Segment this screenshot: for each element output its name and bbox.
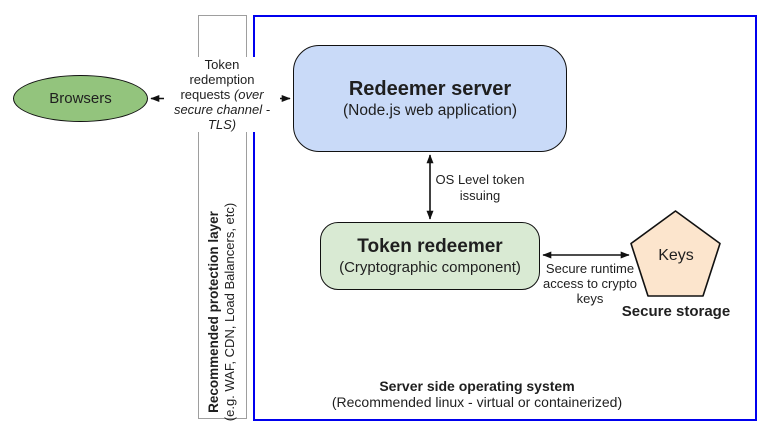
token-redeemer-box: Token redeemer (Cryptographic component) xyxy=(320,222,540,290)
redeemer-server-title: Redeemer server xyxy=(348,77,512,100)
protection-layer-subtitle: (e.g. WAF, CDN, Load Balancers, etc) xyxy=(222,202,237,422)
os-token-issuing-label: OS Level token issuing xyxy=(435,172,525,203)
protection-layer-label: Recommended protection layer (e.g. WAF, … xyxy=(206,192,238,432)
secure-runtime-label: Secure runtime access to crypto keys xyxy=(543,261,637,306)
keys-label: Keys xyxy=(658,247,694,264)
token-redeemer-subtitle: (Cryptographic component) xyxy=(339,259,521,276)
redeemer-server-box: Redeemer server (Node.js web application… xyxy=(293,45,567,152)
secure-storage-caption: Secure storage xyxy=(621,303,731,320)
browsers-label: Browsers xyxy=(49,90,112,107)
token-redemption-line1: Token xyxy=(204,57,240,72)
redeemer-server-subtitle: (Node.js web application) xyxy=(342,101,518,119)
token-redeemer-title: Token redeemer xyxy=(357,236,503,257)
server-os-caption: Server side operating system (Recommende… xyxy=(277,378,677,410)
token-redemption-line5: TLS) xyxy=(207,117,237,132)
token-redemption-label: Token redemption requests (over secure c… xyxy=(164,57,280,132)
browsers-ellipse: Browsers xyxy=(13,75,148,122)
token-redemption-line3: requests (over xyxy=(180,87,264,102)
server-os-boundary-box xyxy=(253,15,757,421)
token-redemption-line4: secure channel - xyxy=(173,102,271,117)
server-os-subtitle: (Recommended linux - virtual or containe… xyxy=(331,394,623,410)
protection-layer-title: Recommended protection layer xyxy=(206,211,221,413)
server-os-title: Server side operating system xyxy=(379,378,575,394)
token-redemption-line2: redemption xyxy=(189,72,255,87)
